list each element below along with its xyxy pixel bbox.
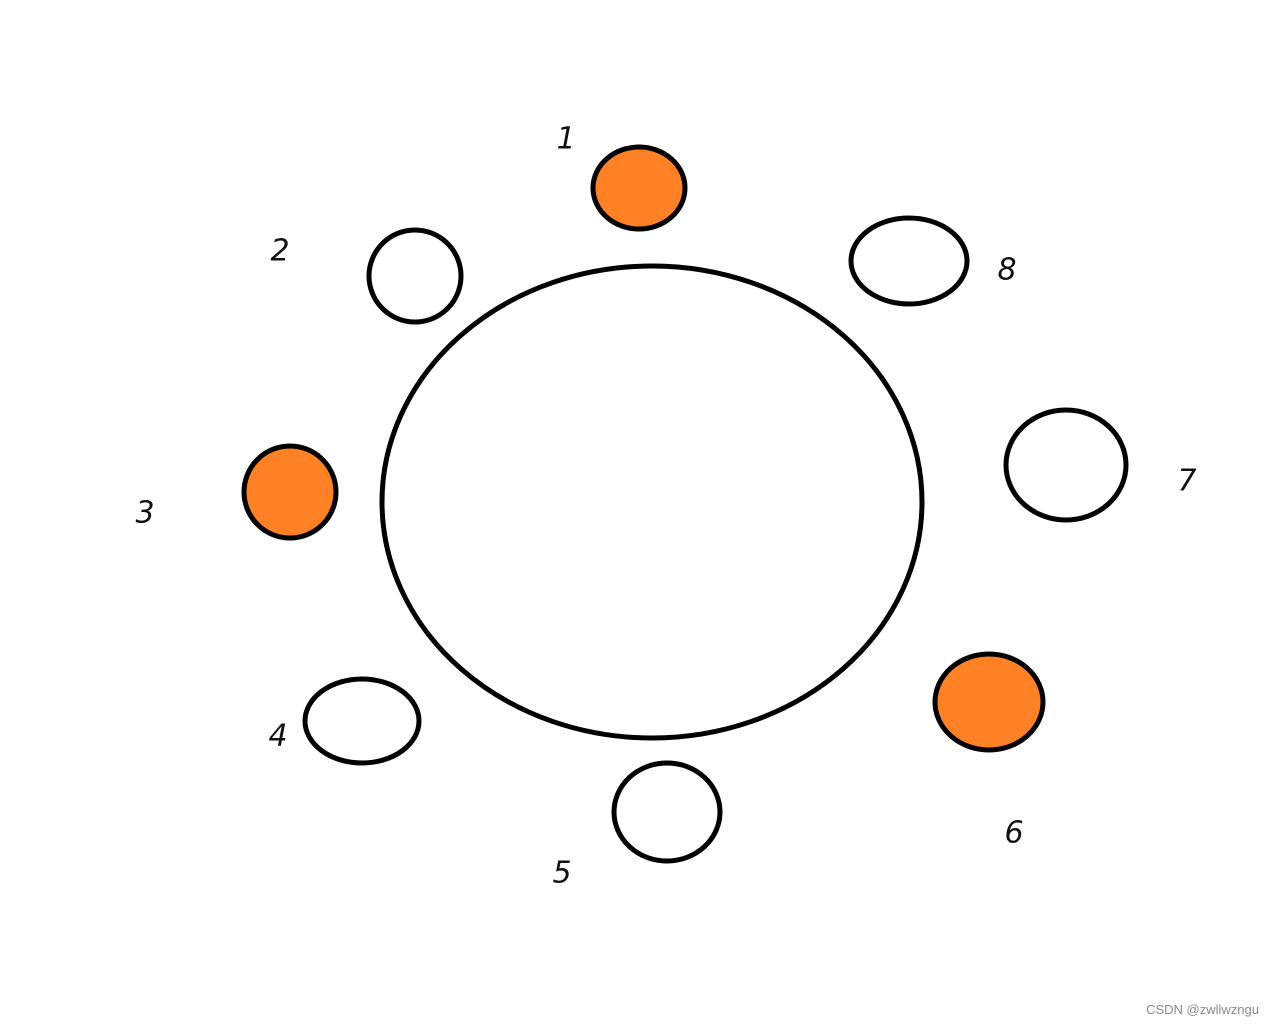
seat-4 — [302, 676, 422, 766]
seat-8 — [848, 215, 970, 307]
seats-group — [241, 144, 1129, 864]
seat-label-3: 3 — [135, 496, 154, 531]
seat-5 — [611, 760, 723, 864]
round-table — [379, 263, 925, 741]
seat-label-6: 6 — [1004, 816, 1023, 851]
seat-label-2: 2 — [270, 234, 289, 269]
seat-label-4: 4 — [268, 719, 287, 754]
seat-labels-group: 1 2 3 4 5 6 7 8 — [135, 122, 1196, 891]
seat-label-1: 1 — [556, 122, 575, 157]
seat-3 — [241, 443, 339, 541]
seat-7 — [1003, 407, 1129, 523]
seat-label-5: 5 — [552, 856, 571, 891]
seat-1 — [590, 144, 688, 232]
seat-label-8: 8 — [997, 253, 1016, 288]
watermark-text: CSDN @zwllwzngu — [1146, 1002, 1259, 1017]
seat-2 — [366, 227, 464, 325]
seat-6 — [932, 651, 1046, 753]
seat-label-7: 7 — [1177, 464, 1196, 499]
